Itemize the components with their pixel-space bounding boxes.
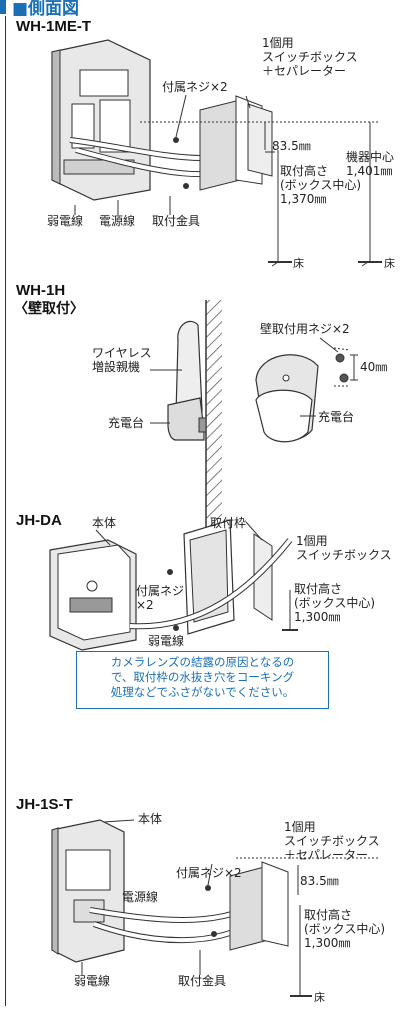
wh1me-floor-1: 床 <box>293 257 304 270</box>
wh1me-weak-wire: 弱電線 <box>47 214 84 228</box>
jhda-body-label: 本体 <box>92 516 117 530</box>
section-header <box>0 0 418 20</box>
model-jhda: JH-DA <box>16 512 62 529</box>
jh1s-switchbox-label: 1個用 スイッチボックス ＋セパレーター <box>284 820 380 862</box>
wh1me-bracket: 取付金具 <box>152 214 201 228</box>
wh1h-dim-label: 40㎜ <box>360 360 388 374</box>
jh1s-mount-height: 取付高さ (ボックス中心) 1,300㎜ <box>304 908 386 950</box>
jh1s-floor: 床 <box>314 991 325 1004</box>
wh1me-switchbox-label: 1個用 スイッチボックス ＋セパレーター <box>262 36 358 78</box>
wh1h-wireless-label: ワイヤレス 増設親機 <box>92 346 152 374</box>
jhda-frame-label: 取付枠 <box>210 516 247 530</box>
model-wh1h: WH-1H <box>16 282 66 299</box>
jh1s-power-wire: 電源線 <box>122 890 159 904</box>
wh1h-illustration <box>150 300 358 590</box>
wh1me-floor-2: 床 <box>384 257 395 270</box>
jhda-screw-label: 付属ネジ ×2 <box>136 584 185 612</box>
wh1me-dim-label: 83.5㎜ <box>272 139 311 153</box>
jh1s-weak-wire: 弱電線 <box>74 974 111 988</box>
wh1h-wall-screw-label: 壁取付用ネジ×2 <box>260 322 350 336</box>
jh1s-bracket: 取付金具 <box>178 974 227 988</box>
jhda-caution-note: カメラレンズの結露の原因となるの で、取付枠の水抜き穴をコーキング 処理などでふ… <box>76 651 329 709</box>
wh1me-device-center: 機器中心 1,401㎜ <box>346 150 395 178</box>
wh1h-subtitle: 〈壁取付〉 <box>14 300 84 316</box>
model-jh1s: JH-1S-T <box>16 796 73 813</box>
jhda-switchbox-label: 1個用 スイッチボックス <box>296 534 392 562</box>
header-accent-bar <box>0 0 6 14</box>
page-title: ■側面図 <box>12 0 80 19</box>
jhda-weak-wire: 弱電線 <box>148 634 185 648</box>
model-wh1me: WH-1ME-T <box>16 18 91 35</box>
jh1s-dim-label: 83.5㎜ <box>300 874 339 888</box>
jh1s-illustration <box>51 819 380 997</box>
diagram-frame <box>5 16 406 1006</box>
wh1me-illustration <box>51 39 382 267</box>
jhda-illustration <box>49 519 298 651</box>
wh1me-power-wire: 電源線 <box>99 214 136 228</box>
wh1me-mount-height: 取付高さ (ボックス中心) 1,370㎜ <box>280 164 362 206</box>
jh1s-body-label: 本体 <box>138 812 163 826</box>
jhda-mount-height: 取付高さ (ボックス中心) 1,300㎜ <box>294 582 376 624</box>
wh1h-charger-label-1: 充電台 <box>108 416 145 430</box>
wh1me-screw-label: 付属ネジ×2 <box>162 80 228 94</box>
wh1h-charger-label-2: 充電台 <box>318 410 355 424</box>
jh1s-screw-label: 付属ネジ×2 <box>176 866 242 880</box>
